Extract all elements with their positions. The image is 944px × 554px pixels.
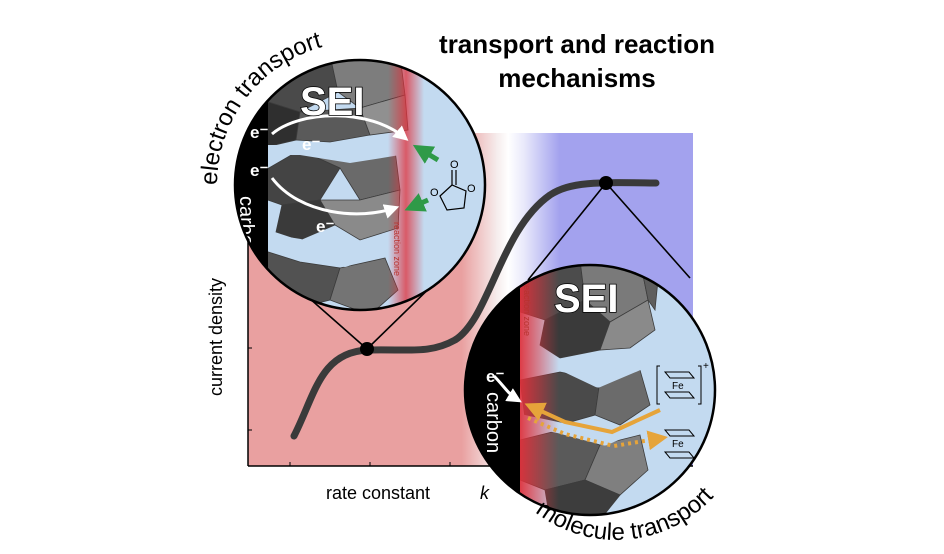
current-density-curve	[290, 179, 660, 440]
ferrocenium-charge: +	[703, 361, 709, 372]
carbon-label: carbon	[235, 196, 257, 257]
x-axis-symbol: k	[480, 483, 490, 503]
sei-label: SEI	[300, 80, 364, 124]
electron-label-sei-2: e⁻	[316, 217, 334, 236]
carbon-label: carbon	[482, 392, 504, 453]
electron-label-sei-1: e⁻	[302, 135, 320, 154]
sei-label: SEI	[554, 277, 618, 321]
carbonate-oxygen-left: O	[430, 187, 439, 199]
electron-label-carbon-2: e⁻	[250, 161, 268, 180]
carbonate-oxygen-top: O	[450, 159, 459, 171]
molecule-arrow-lower	[404, 193, 430, 212]
x-axis-title: rate constant k	[326, 483, 490, 503]
electron-label: e⁻	[486, 367, 504, 386]
x-axis-label: rate constant	[326, 483, 430, 503]
title-line-1: transport and reaction	[439, 29, 715, 59]
molecule-transport-inset: Fe + Fe SEI e⁻ carbon reaction zone mole…	[463, 263, 719, 546]
electron-path-lower	[270, 177, 400, 219]
sei-electrolyte-channel-lower	[261, 233, 400, 267]
carbonate-oxygen-right: O	[467, 183, 476, 195]
molecule-path-solid	[524, 402, 661, 435]
ferrocene-iron-label: Fe	[672, 439, 684, 450]
reaction-zone-band	[388, 60, 424, 310]
electron-transport-inset: O O O SEI e⁻ e⁻ e⁻ e⁻ carbon reaction zo…	[196, 27, 487, 312]
reaction-zone-label: reaction zone	[392, 222, 402, 276]
title-line-2: mechanisms	[498, 63, 656, 93]
ferrocenium-molecule	[656, 365, 702, 405]
reaction-zone-label: reaction zone	[522, 282, 532, 336]
sei-electrolyte-channel-upper	[262, 145, 401, 163]
electron-path-upper	[271, 114, 409, 141]
ethylene-carbonate-molecule	[439, 170, 467, 211]
molecule-arrow-upper	[412, 144, 440, 164]
inset-border	[463, 263, 717, 517]
electron-path	[492, 374, 522, 403]
ferrocenium-iron-label: Fe	[672, 381, 684, 392]
electron-label-carbon-1: e⁻	[250, 123, 268, 142]
molecule-path-dotted	[527, 416, 668, 451]
y-axis-label: current density	[206, 278, 226, 396]
reaction-zone-band	[519, 265, 559, 515]
inset-border	[233, 58, 487, 312]
